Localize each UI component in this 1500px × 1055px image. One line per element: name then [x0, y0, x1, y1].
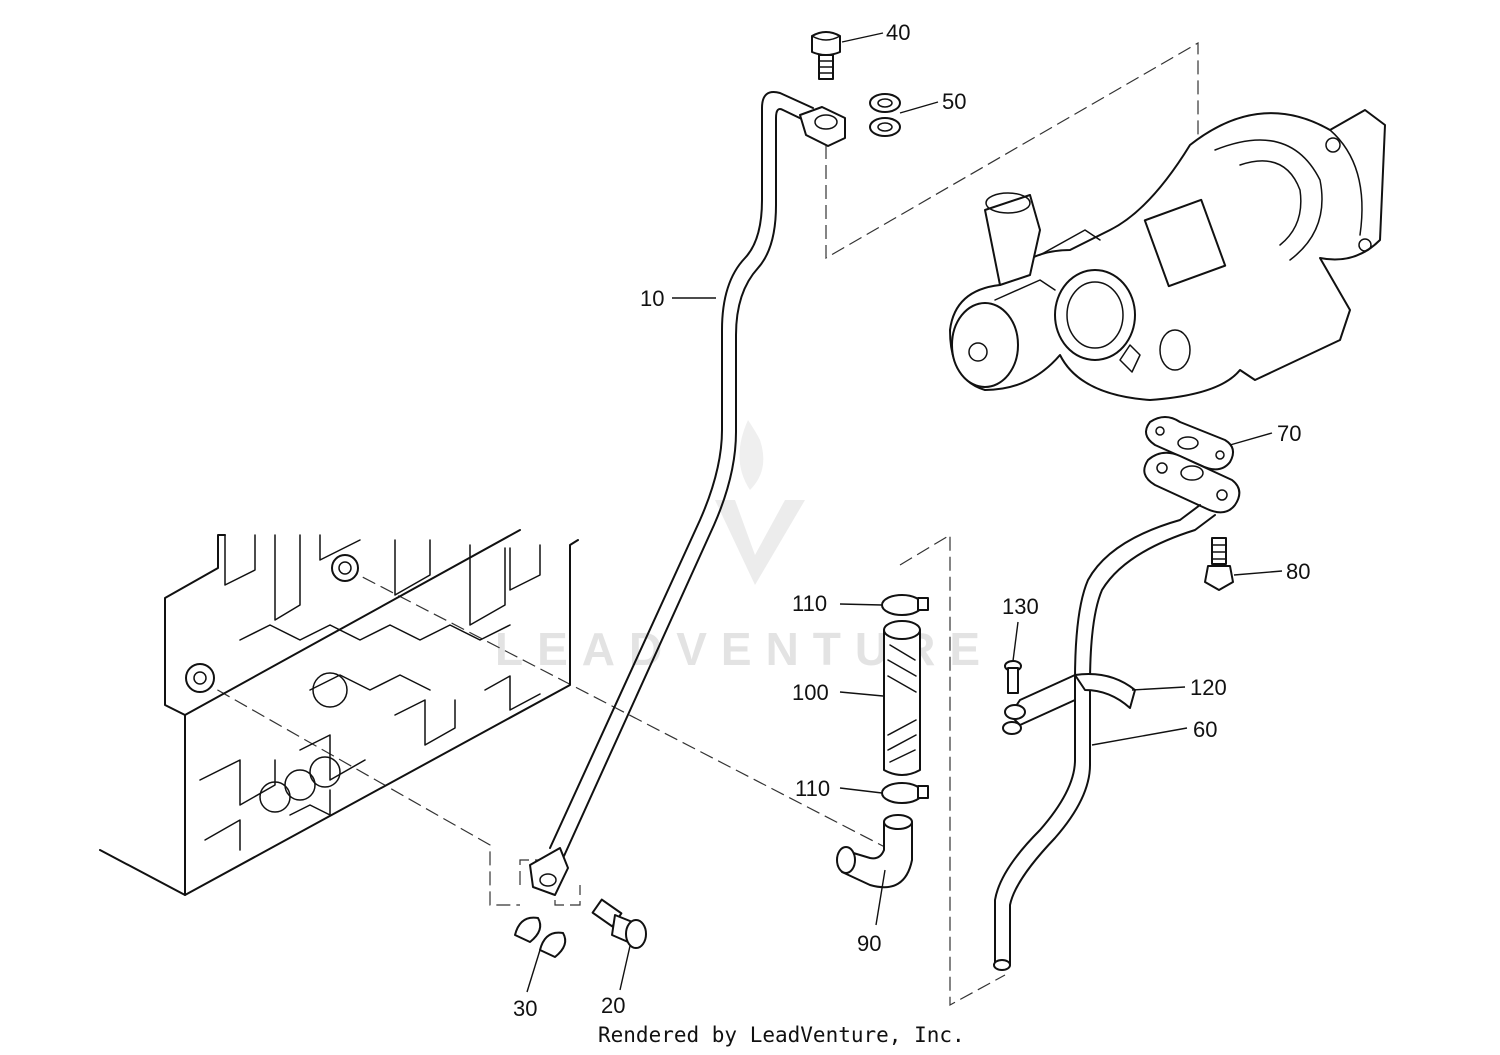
callout-110-upper: 110 — [792, 591, 827, 616]
clamp-120 — [1002, 673, 1136, 735]
callout-70: 70 — [1277, 421, 1301, 446]
engine-block — [99, 529, 579, 896]
callout-20: 20 — [601, 993, 625, 1018]
leader-lines — [526, 32, 1283, 993]
callout-10: 10 — [640, 286, 664, 311]
oil-return-pipe-60 — [993, 451, 1241, 971]
engine-boss-upper — [331, 554, 359, 582]
engine-boss-lower — [185, 663, 215, 693]
hose-clamp-110-lower — [881, 782, 929, 804]
banjo-bolt-20 — [591, 898, 647, 949]
callout-40: 40 — [886, 20, 910, 45]
hose-100 — [883, 620, 921, 776]
callout-90: 90 — [857, 931, 881, 956]
callout-120: 120 — [1190, 675, 1227, 700]
bolt-80 — [1204, 537, 1234, 591]
callout-80: 80 — [1286, 559, 1310, 584]
hose-clamp-110-upper — [881, 594, 929, 616]
elbow-fitting-90 — [836, 814, 913, 889]
callout-50: 50 — [942, 89, 966, 114]
banjo-bolt-40 — [811, 31, 841, 80]
bolt-130 — [1004, 660, 1022, 694]
callout-100: 100 — [792, 680, 829, 705]
gasket-70 — [1145, 416, 1235, 471]
callout-110-lower: 110 — [795, 776, 830, 801]
turbocharger — [949, 109, 1386, 401]
sealing-washers-50 — [869, 93, 901, 137]
sealing-washers-30 — [514, 916, 567, 958]
oil-feed-pipe-10 — [529, 91, 846, 896]
callout-30: 30 — [513, 996, 537, 1021]
callout-60: 60 — [1193, 717, 1217, 742]
callout-130: 130 — [1002, 594, 1039, 619]
hose-texture — [887, 644, 917, 763]
credit-text: Rendered by LeadVenture, Inc. — [598, 1023, 965, 1047]
